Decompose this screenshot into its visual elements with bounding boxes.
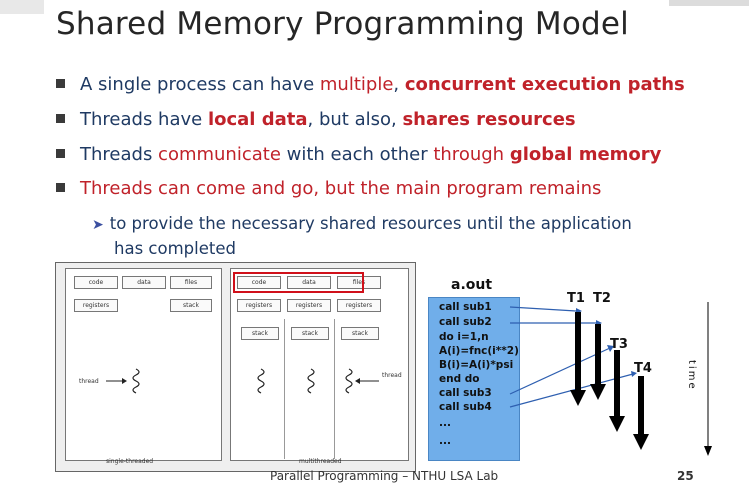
square-bullet-icon xyxy=(56,79,65,88)
thread-squiggle-with-arrow-icon xyxy=(345,368,379,394)
sub-bullet-line2: has completed xyxy=(114,239,236,258)
single-registers-box: registers xyxy=(74,299,118,312)
multi-thread-label: thread xyxy=(382,372,402,379)
thread-label-t1: T1 xyxy=(567,291,585,306)
single-threaded-panel: code data files registers stack thread xyxy=(65,268,222,461)
page-number: 25 xyxy=(677,469,694,483)
arrow-bullet-icon: ➤ xyxy=(92,217,104,233)
multi-code-box: code xyxy=(237,276,281,289)
thread-model-diagram: code data files registers stack thread s… xyxy=(55,262,416,472)
single-thread-label: thread xyxy=(79,378,99,385)
bullet-text-run: communicate xyxy=(158,144,281,165)
code-line: call sub4 xyxy=(439,401,492,413)
square-bullet-icon xyxy=(56,183,65,192)
bullet-text-run: multiple xyxy=(319,74,394,95)
bullet-text-run: with each other xyxy=(280,144,434,165)
time-axis-label: time xyxy=(686,360,697,391)
bullet-1: A single process can have multiple, conc… xyxy=(56,74,685,95)
bullet-3-text: Threads communicate with each other thro… xyxy=(80,144,661,165)
multi-data-box: data xyxy=(287,276,331,289)
single-code-box: code xyxy=(74,276,118,289)
square-bullet-icon xyxy=(56,114,65,123)
code-box: call sub1 call sub2 do i=1,n A(i)=fnc(i*… xyxy=(428,297,520,461)
bullet-2-text: Threads have local data, but also, share… xyxy=(80,109,576,130)
sub-bullet: ➤ to provide the necessary shared resourc… xyxy=(92,212,632,261)
bullet-1-text: A single process can have multiple, conc… xyxy=(80,74,685,95)
bullet-text-run: shares resources xyxy=(402,109,576,130)
thread-divider xyxy=(284,319,285,459)
single-thread-squiggle-icon xyxy=(106,368,140,394)
slide-corner-decoration xyxy=(0,0,44,14)
bullet-3: Threads communicate with each other thro… xyxy=(56,144,661,165)
code-line: call sub3 xyxy=(439,387,492,399)
code-line: B(i)=A(i)*psi xyxy=(439,359,514,371)
bullet-text-run: through xyxy=(433,144,505,165)
shared-resources-highlight xyxy=(233,272,364,293)
thread-squiggle-icon xyxy=(257,368,265,394)
code-line: A(i)=fnc(i**2) xyxy=(439,345,519,357)
single-data-box: data xyxy=(122,276,166,289)
single-stack-box: stack xyxy=(170,299,212,312)
multi-registers-box-2: registers xyxy=(287,299,331,312)
bullet-text-run: concurrent execution paths xyxy=(404,74,685,95)
bullet-text-run: global memory xyxy=(509,144,662,165)
multi-registers-box-1: registers xyxy=(237,299,281,312)
program-title: a.out xyxy=(451,277,493,293)
bullet-2: Threads have local data, but also, share… xyxy=(56,109,576,130)
slide-corner-decoration-right xyxy=(669,0,749,6)
bullet-text-run: A single process can have xyxy=(80,74,320,95)
bullet-text-run: , xyxy=(393,74,405,95)
bullet-text-run: Threads can come and go, but the main pr… xyxy=(80,178,602,199)
multi-stack-box-2: stack xyxy=(291,327,329,340)
multithreaded-panel: code data files registers registers regi… xyxy=(230,268,409,461)
slide-title: Shared Memory Programming Model xyxy=(56,6,629,42)
single-threaded-caption: single-threaded xyxy=(106,458,154,465)
footer-text: Parallel Programming – NTHU LSA Lab xyxy=(270,469,499,483)
code-line: call sub1 xyxy=(439,301,492,313)
bullet-text-run: local data xyxy=(207,109,308,130)
bullet-text-run: , but also, xyxy=(307,109,403,130)
time-axis-arrow-icon xyxy=(704,302,712,456)
bullet-text-run: Threads have xyxy=(80,109,208,130)
multithreaded-caption: multithreaded xyxy=(299,458,342,465)
thread-squiggle-icon xyxy=(307,368,315,394)
multi-stack-box-3: stack xyxy=(341,327,379,340)
multi-registers-box-3: registers xyxy=(337,299,381,312)
sub-bullet-line1: to provide the necessary shared resource… xyxy=(109,214,632,233)
code-line: end do xyxy=(439,373,480,385)
bullet-4-text: Threads can come and go, but the main pr… xyxy=(80,178,601,199)
multi-files-box: files xyxy=(337,276,381,289)
thread-timeline-arrows xyxy=(509,306,649,450)
thread-label-t4: T4 xyxy=(634,361,652,376)
bullet-4: Threads can come and go, but the main pr… xyxy=(56,178,601,199)
thread-label-t3: T3 xyxy=(610,337,628,352)
thread-divider xyxy=(334,319,335,459)
bullet-text-run: Threads xyxy=(80,144,159,165)
square-bullet-icon xyxy=(56,149,65,158)
thread-label-t2: T2 xyxy=(593,291,611,306)
code-line: ... xyxy=(439,417,451,429)
multi-stack-box-1: stack xyxy=(241,327,279,340)
single-files-box: files xyxy=(170,276,212,289)
code-line: do i=1,n xyxy=(439,331,489,343)
code-line: ... xyxy=(439,435,451,447)
code-line: call sub2 xyxy=(439,316,492,328)
